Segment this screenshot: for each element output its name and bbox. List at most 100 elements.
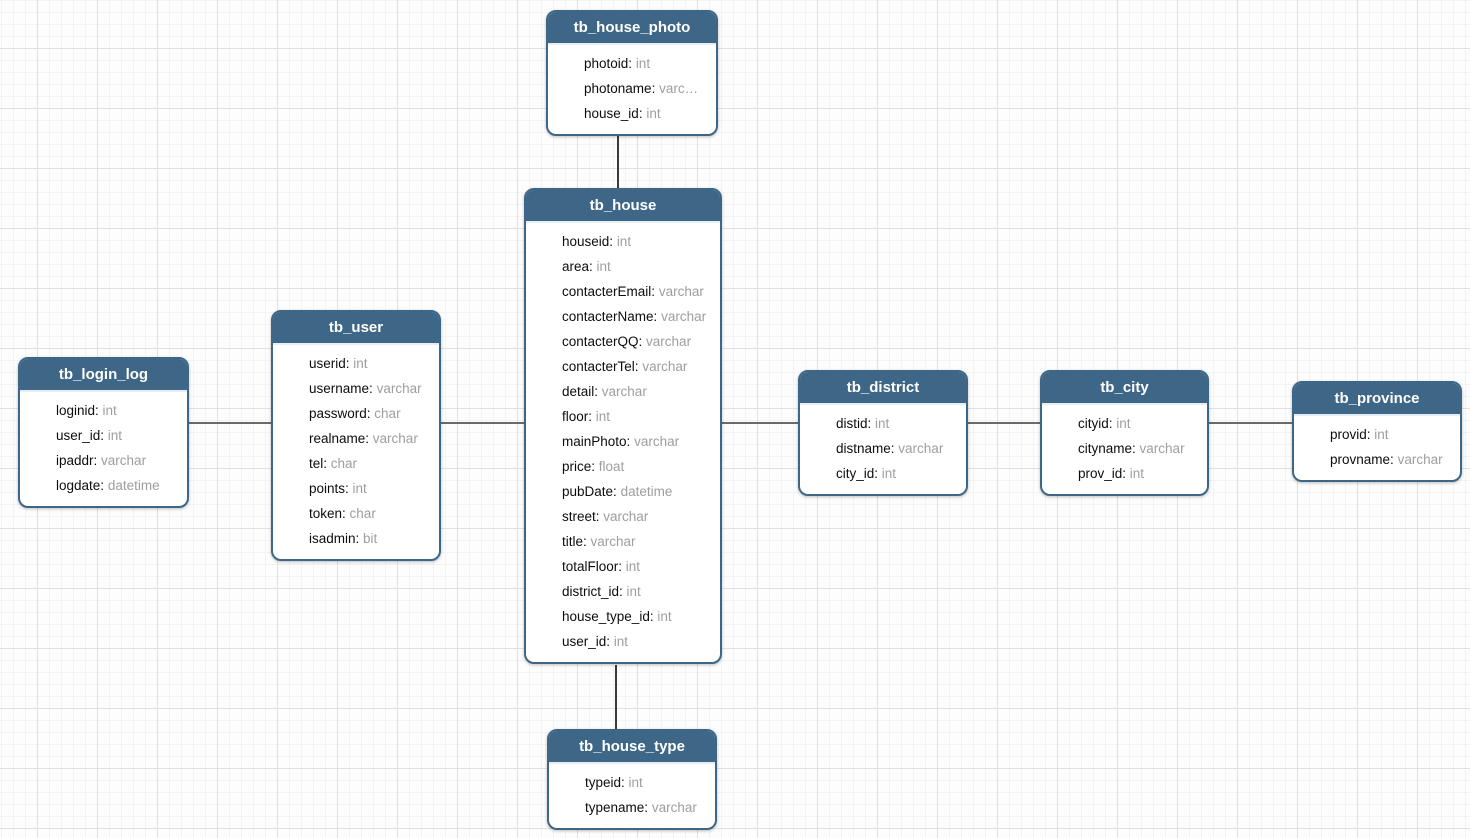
table-title: tb_login_log: [20, 359, 187, 392]
field-row[interactable]: realname: varchar: [273, 426, 439, 451]
field-row[interactable]: token: char: [273, 501, 439, 526]
field-separator: :: [890, 441, 899, 456]
field-separator: :: [867, 416, 876, 431]
field-name: cityid: [1078, 416, 1109, 431]
field-row[interactable]: password: char: [273, 401, 439, 426]
field-separator: :: [1366, 427, 1375, 442]
field-separator: :: [613, 484, 621, 499]
field-row[interactable]: provid: int: [1294, 422, 1460, 447]
field-name: detail: [562, 384, 595, 399]
field-type: varchar: [601, 384, 647, 399]
field-row[interactable]: tel: char: [273, 451, 439, 476]
field-row[interactable]: photoname: varc…: [548, 76, 716, 101]
field-name: logdate: [56, 478, 101, 493]
field-type: int: [102, 403, 117, 418]
field-row[interactable]: userid: int: [273, 351, 439, 376]
field-type: int: [875, 416, 890, 431]
field-type: int: [881, 466, 897, 481]
field-row[interactable]: user_id: int: [526, 629, 720, 654]
field-row[interactable]: floor: int: [526, 404, 720, 429]
field-type: varchar: [634, 434, 680, 449]
field-row[interactable]: contacterEmail: varchar: [526, 279, 720, 304]
field-row[interactable]: mainPhoto: varchar: [526, 429, 720, 454]
field-name: distid: [836, 416, 868, 431]
field-row[interactable]: photoid: int: [548, 51, 716, 76]
field-row[interactable]: username: varchar: [273, 376, 439, 401]
field-row[interactable]: area: int: [526, 254, 720, 279]
field-row[interactable]: prov_id: int: [1042, 461, 1207, 486]
field-name: typename: [585, 800, 645, 815]
field-separator: :: [651, 81, 660, 96]
field-row[interactable]: detail: varchar: [526, 379, 720, 404]
field-row[interactable]: user_id: int: [20, 423, 187, 448]
field-row[interactable]: houseid: int: [526, 229, 720, 254]
field-row[interactable]: totalFloor: int: [526, 554, 720, 579]
field-type: varc…: [659, 81, 699, 96]
field-separator: :: [93, 453, 102, 468]
field-name: user_id: [56, 428, 101, 443]
field-type: varchar: [1139, 441, 1185, 456]
field-row[interactable]: pubDate: datetime: [526, 479, 720, 504]
field-row[interactable]: ipaddr: varchar: [20, 448, 187, 473]
field-name: contacterName: [562, 309, 654, 324]
field-row[interactable]: distid: int: [800, 411, 966, 436]
field-row[interactable]: loginid: int: [20, 398, 187, 423]
field-separator: :: [323, 456, 331, 471]
field-separator: :: [595, 509, 604, 524]
field-row[interactable]: typeid: int: [549, 770, 715, 795]
field-row[interactable]: cityname: varchar: [1042, 436, 1207, 461]
field-row[interactable]: price: float: [526, 454, 720, 479]
field-row[interactable]: contacterName: varchar: [526, 304, 720, 329]
field-row[interactable]: contacterTel: varchar: [526, 354, 720, 379]
field-type: char: [349, 506, 376, 521]
field-separator: :: [638, 334, 647, 349]
field-type: int: [616, 234, 632, 249]
field-type: char: [330, 456, 358, 471]
field-name: area: [562, 259, 590, 274]
field-separator: :: [594, 384, 602, 399]
field-row[interactable]: contacterQQ: varchar: [526, 329, 720, 354]
field-row[interactable]: provname: varchar: [1294, 447, 1460, 472]
field-name: provid: [1330, 427, 1367, 442]
field-type: int: [635, 56, 651, 71]
field-row[interactable]: house_id: int: [548, 101, 716, 126]
field-type: varchar: [661, 309, 707, 324]
field-name: contacterEmail: [562, 284, 652, 299]
field-name: house_id: [584, 106, 639, 121]
field-type: varchar: [898, 441, 944, 456]
field-row[interactable]: cityid: int: [1042, 411, 1207, 436]
field-type: int: [1129, 466, 1145, 481]
field-row[interactable]: isadmin: bit: [273, 526, 439, 551]
field-type: varchar: [101, 453, 147, 468]
field-type: varchar: [658, 284, 704, 299]
field-row[interactable]: city_id: int: [800, 461, 966, 486]
field-row[interactable]: logdate: datetime: [20, 473, 187, 498]
field-separator: :: [626, 434, 635, 449]
field-separator: :: [100, 428, 108, 443]
field-name: password: [309, 406, 367, 421]
field-row[interactable]: house_type_id: int: [526, 604, 720, 629]
field-row[interactable]: distname: varchar: [800, 436, 966, 461]
field-separator: :: [1390, 452, 1398, 467]
field-separator: :: [355, 531, 364, 546]
field-type: datetime: [107, 478, 160, 493]
field-type: int: [626, 584, 641, 599]
field-row[interactable]: district_id: int: [526, 579, 720, 604]
field-row[interactable]: street: varchar: [526, 504, 720, 529]
field-separator: :: [653, 309, 662, 324]
field-row[interactable]: points: int: [273, 476, 439, 501]
field-row[interactable]: typename: varchar: [549, 795, 715, 820]
field-row[interactable]: title: varchar: [526, 529, 720, 554]
